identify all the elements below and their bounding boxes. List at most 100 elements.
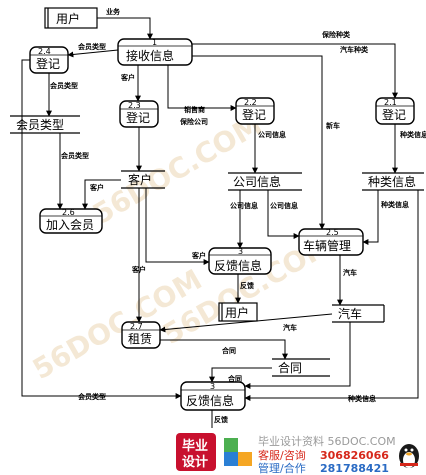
- flow-type-to-feedback: [244, 190, 419, 401]
- process-vehicle-label: 车辆管理: [303, 238, 351, 253]
- process-receive-label: 接收信息: [126, 48, 174, 63]
- process-register-company-label: 登记: [242, 107, 266, 122]
- process-register-customer: 2.3 登记: [119, 100, 159, 128]
- penguin-icon: [399, 444, 419, 468]
- label-member-type-3: 会员类型: [61, 151, 89, 160]
- label-car-1: 汽车: [343, 268, 357, 277]
- label-contract-1: 合同: [221, 346, 236, 355]
- label-customer-3: 客户: [191, 251, 206, 260]
- label-company-2: 公司信息: [230, 201, 258, 210]
- flow-lines: [21, 17, 419, 428]
- label-contract-2: 合同: [227, 374, 242, 383]
- label-member-type-1: 会员类型: [78, 42, 106, 51]
- label-customer-4: 客户: [131, 265, 146, 274]
- flow-customer-to-2-6: [82, 179, 121, 210]
- store-company-info: 公司信息: [228, 172, 302, 191]
- flow-receive-to-2-1: [192, 43, 398, 99]
- store-company-info-label: 公司信息: [233, 174, 281, 189]
- entity-user-mid-label: 用户: [225, 305, 249, 320]
- process-register-type: 2.1 登记: [375, 97, 415, 125]
- label-dealer: 销售商: [183, 105, 205, 114]
- label-insurance-co: 保险公司: [179, 117, 208, 126]
- flow-car-to-feedback: [244, 322, 351, 389]
- flow-customer-to-feedback: [145, 188, 210, 265]
- process-vehicle: 2.5 车辆管理: [298, 228, 364, 256]
- process-feedback-mid-label: 反馈信息: [214, 258, 262, 273]
- store-member-type-label: 会员类型: [16, 118, 64, 132]
- process-feedback-bottom: 3 反馈信息: [180, 381, 246, 411]
- footer-role1: 客服/咨询: [258, 448, 306, 462]
- process-vehicle-id: 2.5: [326, 228, 339, 237]
- flow-user-to-receive: [97, 17, 153, 40]
- store-customer-label: 客户: [128, 172, 152, 187]
- process-rent: 2.7 租赁: [121, 321, 161, 349]
- label-feedback-2: 反馈: [214, 415, 228, 424]
- store-type-info-label: 种类信息: [368, 174, 416, 189]
- label-business: 业务: [106, 7, 121, 16]
- label-newcar: 新车: [326, 121, 340, 130]
- label-type-1: 种类信息: [399, 130, 426, 139]
- label-car-type: 汽车种类: [340, 45, 369, 54]
- label-company-3: 公司信息: [270, 201, 298, 210]
- label-insurance-type: 保险种类: [321, 30, 351, 39]
- store-type-info: 种类信息: [362, 172, 424, 191]
- label-feedback-1: 反馈: [240, 281, 254, 290]
- process-rent-label: 租赁: [128, 332, 152, 346]
- logo-line1: 毕业: [182, 438, 208, 454]
- label-customer-2: 客户: [89, 183, 104, 192]
- process-register-company-id: 2.2: [244, 98, 257, 107]
- store-customer: 客户: [121, 170, 165, 189]
- label-company-1: 公司信息: [258, 130, 286, 139]
- store-contract-label: 合同: [278, 360, 302, 375]
- flow-member-type-to-feedback: [21, 59, 182, 399]
- process-join-member: 2.6 加入会员: [39, 208, 103, 234]
- footer-site: 毕业设计资料 56DOC.COM: [258, 434, 396, 448]
- label-car-2: 汽车: [283, 323, 297, 332]
- process-feedback-mid-id: 3: [238, 247, 243, 256]
- store-car: 汽车: [332, 304, 385, 323]
- label-customer-1: 客户: [120, 73, 135, 82]
- footer-qq1: 306826066: [320, 449, 389, 462]
- process-feedback-mid: 3 反馈信息: [208, 247, 272, 275]
- entity-user-top: 用户: [44, 7, 98, 29]
- flow-receive-to-2-2: [167, 65, 237, 111]
- process-register-customer-id: 2.3: [128, 101, 141, 110]
- store-member-type: 会员类型: [10, 115, 80, 134]
- process-receive-id: 1: [152, 38, 157, 47]
- process-feedback-bottom-label: 反馈信息: [186, 393, 234, 408]
- flow-type-to-2-5: [362, 190, 379, 245]
- process-join-member-label: 加入会员: [46, 218, 94, 232]
- process-register-member-id: 2.4: [38, 47, 51, 56]
- watermark-layer: 56DOC.COM 56DOC.COM 56DOC.COM: [27, 108, 338, 386]
- footer-qq2: 281788421: [320, 462, 389, 475]
- flow-rent-to-contract: [160, 339, 288, 360]
- process-rent-id: 2.7: [130, 322, 143, 331]
- process-register-member-label: 登记: [36, 56, 60, 71]
- process-receive: 1 接收信息: [117, 38, 193, 66]
- footer-role2: 管理/合作: [258, 461, 306, 475]
- logo-badge: [176, 433, 216, 471]
- process-feedback-bottom-id: 3: [210, 382, 215, 391]
- process-register-member: 2.4 登记: [29, 46, 69, 74]
- process-register-company: 2.2 登记: [235, 97, 275, 125]
- label-member-type-4: 会员类型: [78, 392, 106, 401]
- flow-company-to-2-5: [267, 190, 300, 239]
- process-register-customer-label: 登记: [126, 110, 150, 125]
- entity-user-mid: 用户: [218, 302, 258, 322]
- flow-car-to-rent: [159, 313, 333, 333]
- flow-labels: 业务 会员类型 保险种类 汽车种类 销售商 保险公司 会员类型 会员类型 会员类…: [50, 7, 426, 424]
- logo-line2: 设计: [182, 454, 208, 470]
- flow-contract-to-feedback: [209, 367, 272, 383]
- entity-user-top-label: 用户: [56, 11, 80, 26]
- process-join-member-id: 2.6: [62, 208, 75, 217]
- store-contract: 合同: [272, 358, 330, 377]
- label-type-2: 种类信息: [380, 200, 409, 209]
- footer-banner: 毕业 设计 毕业设计资料 56DOC.COM 客服/咨询 306826066 管…: [176, 432, 420, 475]
- puzzle-icon: [224, 438, 252, 466]
- flow-receive-to-2-4: [67, 49, 119, 58]
- label-member-type-2: 会员类型: [50, 81, 78, 90]
- label-type-3: 种类信息: [347, 394, 376, 403]
- process-register-type-id: 2.1: [384, 98, 397, 107]
